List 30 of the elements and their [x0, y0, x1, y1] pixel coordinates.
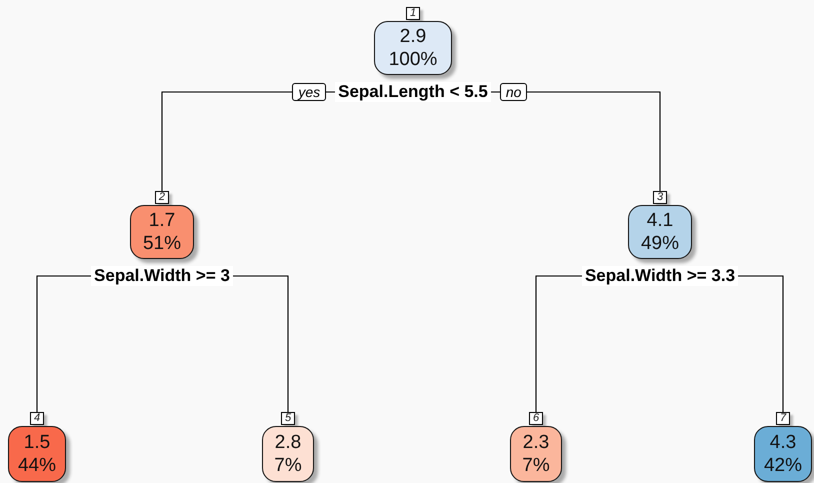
node-value: 51%	[142, 232, 181, 255]
node-value: 100%	[388, 48, 438, 71]
node-value: 1.7	[148, 209, 176, 232]
connector-line	[36, 275, 92, 412]
node-value: 7%	[274, 454, 302, 477]
edge-label: no	[500, 83, 528, 101]
node-number-tag: 6	[528, 412, 544, 425]
node-value: 44%	[18, 454, 56, 477]
node-value: 2.9	[400, 25, 426, 48]
node-number-tag: 4	[30, 412, 44, 425]
connector-line	[535, 275, 582, 412]
edge-label: yes	[292, 83, 326, 101]
split-condition: Sepal.Width >= 3.3	[582, 266, 738, 286]
node-number-tag: 5	[280, 412, 296, 425]
split-condition: Sepal.Length < 5.5	[335, 82, 491, 102]
node-number-tag: 7	[776, 412, 790, 425]
split-condition: Sepal.Width >= 3	[91, 266, 233, 286]
node-number-tag: 2	[154, 191, 170, 204]
node-value: 4.3	[770, 431, 796, 454]
node-number-tag: 1	[406, 7, 420, 20]
node-number-tag: 3	[652, 191, 668, 204]
connector-line	[738, 275, 784, 412]
node-value: 2.3	[522, 431, 550, 454]
node-value: 1.5	[24, 431, 50, 454]
node-value: 2.8	[274, 431, 302, 454]
node-value: 7%	[522, 454, 550, 477]
node-value: 49%	[640, 232, 680, 255]
node-value: 4.1	[646, 209, 674, 232]
node-value: 42%	[764, 454, 802, 477]
connector-line	[232, 275, 289, 412]
